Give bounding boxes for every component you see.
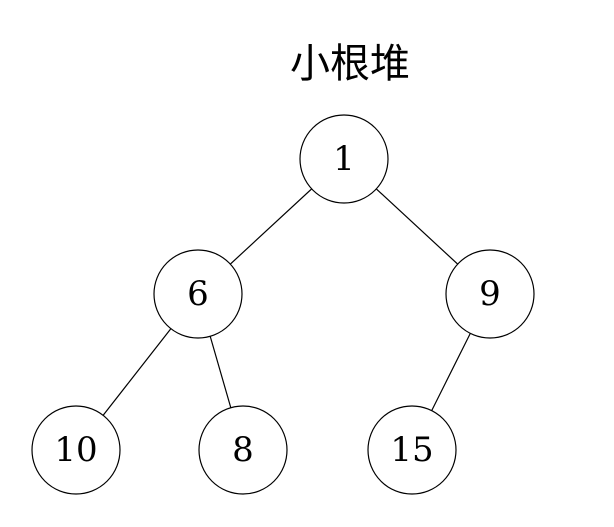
node-circle <box>198 405 288 495</box>
node-circle <box>153 249 243 339</box>
heap-node-9: 9 <box>445 249 535 339</box>
heap-node-1: 1 <box>299 114 389 204</box>
nodes-layer: 1 6 9 10 8 15 <box>31 114 535 495</box>
heap-node-8: 8 <box>198 405 288 495</box>
heap-node-10: 10 <box>31 405 121 495</box>
node-circle <box>445 249 535 339</box>
node-label: 8 <box>232 430 254 470</box>
node-label: 10 <box>54 430 97 470</box>
heap-node-6: 6 <box>153 249 243 339</box>
heap-node-15: 15 <box>367 405 457 495</box>
node-label: 6 <box>187 274 209 314</box>
node-circle <box>299 114 389 204</box>
node-label: 1 <box>333 139 355 179</box>
node-circle <box>31 405 121 495</box>
node-label: 15 <box>390 430 433 470</box>
edges-layer <box>75 158 491 451</box>
node-label: 9 <box>479 274 501 314</box>
node-circle <box>367 405 457 495</box>
diagram-title: 小根堆 <box>290 41 410 87</box>
